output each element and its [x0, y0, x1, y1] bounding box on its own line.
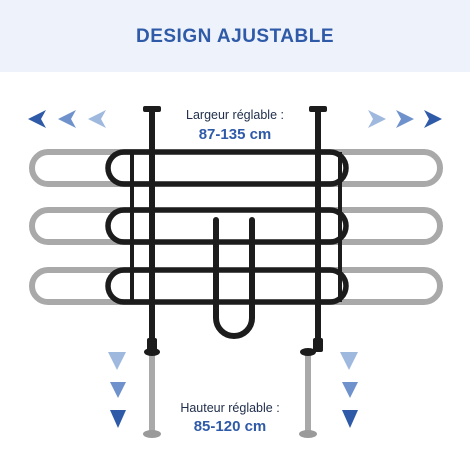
arrow-left-icon	[28, 110, 106, 128]
arrow-right-icon	[368, 110, 442, 128]
height-label: Hauteur réglable :	[180, 401, 280, 415]
banner-title: DESIGN AJUSTABLE	[135, 26, 335, 47]
arrow-down-icon	[340, 352, 358, 428]
grey-extension-right	[317, 149, 443, 305]
black-poles	[149, 112, 321, 352]
height-value: 85-120 cm	[193, 418, 267, 435]
grey-extension-left	[29, 149, 153, 305]
grey-pole-extensions	[149, 352, 311, 432]
inner-connectors	[130, 152, 342, 302]
pole-feet	[143, 430, 317, 438]
width-label: Largeur réglable :	[186, 108, 284, 122]
center-u-divider	[213, 217, 255, 339]
arrow-down-icon	[108, 352, 126, 428]
pole-top-pads	[143, 106, 327, 112]
pole-joints	[144, 338, 323, 356]
title-banner: DESIGN AJUSTABLE	[0, 0, 470, 72]
black-frame-bars	[105, 149, 349, 305]
width-value: 87-135 cm	[198, 126, 272, 143]
